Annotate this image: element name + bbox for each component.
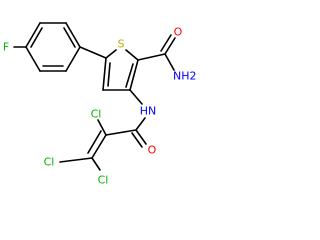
bond-ring-4 <box>65 46 81 72</box>
atom-label-layer: F S O NH2 HN O Cl Cl Cl <box>3 26 197 187</box>
bond-thio-c2-c3-double <box>125 63 134 88</box>
chlorine-beta-down-atom: Cl <box>98 174 109 187</box>
amide-nh2-group: NH2 <box>173 70 197 83</box>
bond-nh-acyl-c <box>135 117 146 131</box>
bond-acyl-c-alpha <box>105 129 137 136</box>
bond-thio-c5-s <box>105 49 117 59</box>
bond-c2-amide-c <box>137 53 166 61</box>
bond-layer <box>13 22 176 171</box>
bond-amide-c-n <box>164 53 175 71</box>
bond-ring-6 <box>25 46 41 72</box>
bond-acyl-c-o <box>135 129 147 145</box>
amide-oxygen-atom: O <box>174 26 183 39</box>
bond-amide-c-o <box>164 37 176 55</box>
bond-ring-3-double <box>63 27 76 48</box>
fluorine-atom: F <box>3 41 9 54</box>
bond-thio-s-c2 <box>125 49 139 61</box>
bond-thio-c2-c3 <box>129 59 139 91</box>
amine-nh-group: HN <box>140 105 157 118</box>
bond-alpha-cl <box>97 119 107 136</box>
bond-thio-c4-c5 <box>102 57 107 91</box>
bond-alpha-beta-double <box>87 130 102 154</box>
bond-ring-3 <box>65 22 81 48</box>
bond-acyl-c-o-double <box>131 132 143 148</box>
bond-aryl-thiophene <box>79 46 107 59</box>
bond-alpha-beta <box>91 134 107 159</box>
bond-ring-1-double <box>30 27 43 48</box>
chemical-structure-diagram: F S O NH2 HN O Cl Cl Cl <box>3 22 197 187</box>
bond-ring-1 <box>25 22 41 48</box>
bond-amide-c-o-double <box>160 34 172 52</box>
chlorine-beta-left-atom: Cl <box>44 156 55 169</box>
acyl-oxygen-atom: O <box>148 144 157 157</box>
sulfur-atom: S <box>118 38 125 51</box>
bond-thio-c4-c5-double <box>107 62 111 87</box>
bond-beta-cl-down <box>91 157 101 171</box>
chlorine-alpha-atom: Cl <box>91 108 102 121</box>
bond-c3-nh <box>129 89 143 105</box>
bond-beta-cl-left <box>59 157 93 163</box>
